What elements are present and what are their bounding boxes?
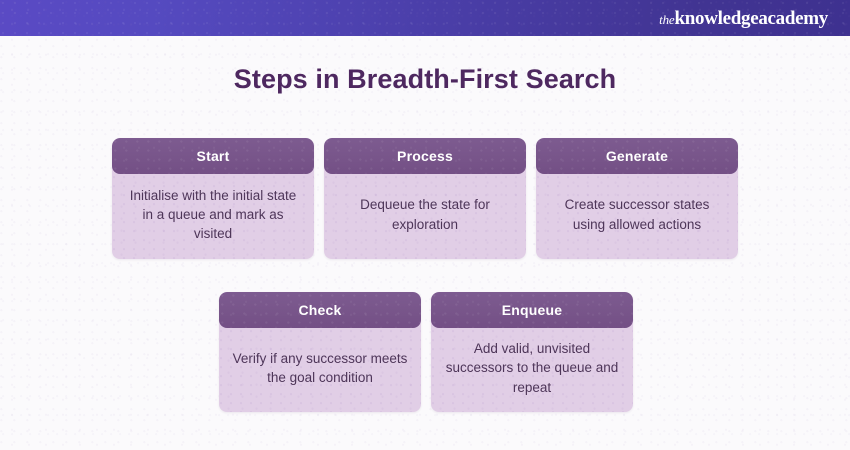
- step-card-enqueue-description: Add valid, unvisited successors to the q…: [431, 328, 633, 412]
- steps-row-top: Start Initialise with the initial state …: [112, 138, 738, 259]
- brand-header-bar: theknowledgeacademy: [0, 0, 850, 36]
- step-card-process-description: Dequeue the state for exploration: [324, 174, 526, 259]
- page-title: Steps in Breadth-First Search: [233, 64, 617, 94]
- steps-row-bottom: Check Verify if any successor meets the …: [219, 292, 633, 412]
- step-card-generate-description: Create successor states using allowed ac…: [536, 174, 738, 259]
- step-card-enqueue-title: Enqueue: [431, 292, 633, 328]
- theknowledgeacademy-logo: theknowledgeacademy: [659, 9, 828, 28]
- step-card-start-description: Initialise with the initial state in a q…: [112, 174, 314, 259]
- step-card-start: Start Initialise with the initial state …: [112, 138, 314, 259]
- step-card-process: Process Dequeue the state for exploratio…: [324, 138, 526, 259]
- logo-prefix-text: the: [659, 11, 675, 27]
- step-card-generate-title: Generate: [536, 138, 738, 174]
- step-card-start-title: Start: [112, 138, 314, 174]
- step-card-process-title: Process: [324, 138, 526, 174]
- step-card-check-description: Verify if any successor meets the goal c…: [219, 328, 421, 412]
- step-card-check-title: Check: [219, 292, 421, 328]
- logo-name-text: knowledgeacademy: [674, 7, 828, 29]
- step-card-check: Check Verify if any successor meets the …: [219, 292, 421, 412]
- step-card-enqueue: Enqueue Add valid, unvisited successors …: [431, 292, 633, 412]
- step-card-generate: Generate Create successor states using a…: [536, 138, 738, 259]
